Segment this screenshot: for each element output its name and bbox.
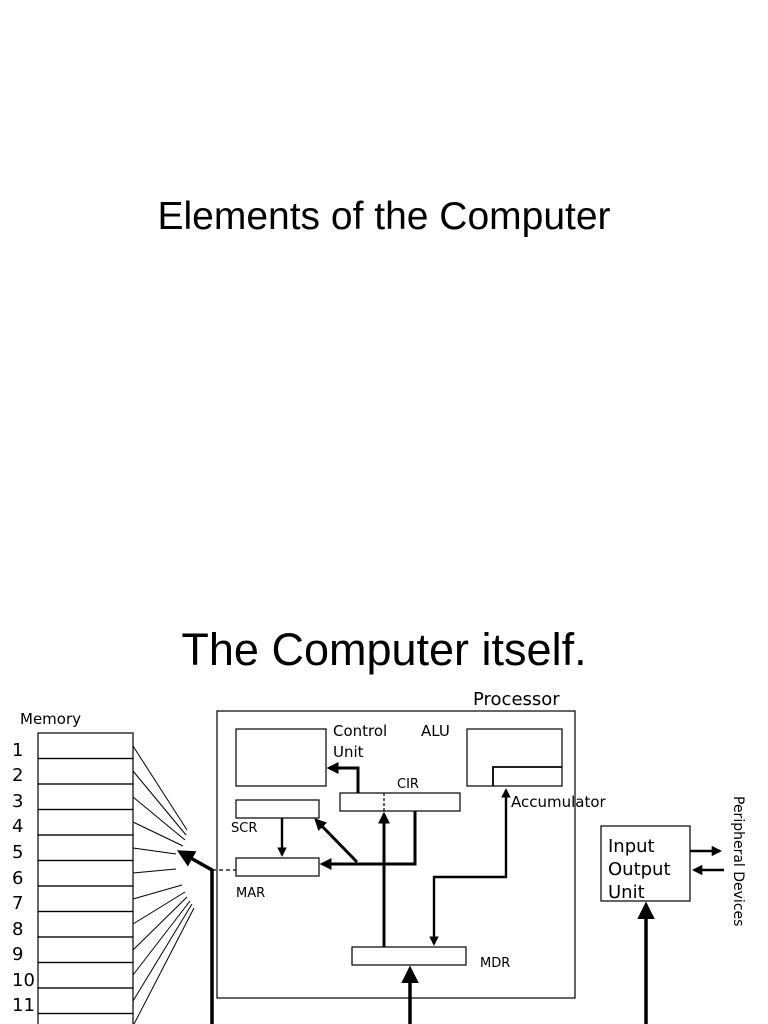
mar-label: MAR xyxy=(236,886,265,901)
memory-cell xyxy=(37,987,134,1015)
memory-cell xyxy=(37,808,134,836)
memory-address: 11 xyxy=(12,995,35,1016)
io-unit-label: Input Output Unit xyxy=(608,836,676,903)
cir-to-control-unit-arrow xyxy=(326,762,360,793)
memory-address: 7 xyxy=(12,893,23,914)
cir-box xyxy=(339,792,461,812)
control-unit-label-line1: Control xyxy=(333,722,387,740)
memory-cell xyxy=(37,783,134,811)
io-unit-label-line2: Output xyxy=(608,859,671,880)
memory-address: 6 xyxy=(12,868,23,889)
memory-address: 9 xyxy=(12,944,23,965)
address-fan-lines xyxy=(132,745,195,1024)
memory-cell xyxy=(37,859,134,887)
control-unit-label: Control Unit xyxy=(333,722,392,761)
mar-box xyxy=(235,857,320,877)
accumulator-label: Accumulator xyxy=(511,793,607,811)
computer-architecture-diagram: Memory 1 2 3 4 5 6 7 8 9 10 11 xyxy=(12,689,746,1024)
io-unit-label-line1: Input xyxy=(608,836,655,857)
accumulator-register xyxy=(492,766,562,786)
address-bus-arrow xyxy=(176,850,214,1024)
slide-title-computer: The Computer itself. xyxy=(181,624,587,675)
io-unit-label-line3: Unit xyxy=(608,882,645,903)
alu-label: ALU xyxy=(421,722,450,740)
memory-address: 8 xyxy=(12,919,23,940)
memory-address: 10 xyxy=(12,970,35,991)
scr-box xyxy=(235,799,320,819)
mdr-box xyxy=(351,946,467,966)
alu-box xyxy=(466,728,563,787)
memory-cell xyxy=(37,834,134,862)
memory-address: 4 xyxy=(12,816,23,837)
processor-label: Processor xyxy=(473,689,560,710)
scr-label: SCR xyxy=(231,821,257,836)
accumulator-to-mdr-arrow xyxy=(429,788,511,946)
memory-column xyxy=(37,732,134,1024)
memory-address: 2 xyxy=(12,765,23,786)
memory-address: 1 xyxy=(12,740,23,761)
memory-cell xyxy=(37,1012,134,1024)
data-paths xyxy=(176,762,724,1024)
memory-cell xyxy=(37,885,134,913)
control-unit-box xyxy=(235,728,327,787)
memory-address: 5 xyxy=(12,842,23,863)
memory-cell xyxy=(37,732,134,760)
peripheral-devices-label: Peripheral Devices xyxy=(730,796,746,926)
processor-box xyxy=(216,710,576,999)
cir-to-mar-arrow xyxy=(319,811,417,870)
cir-label: CIR xyxy=(397,777,419,792)
slide-title-elements: Elements of the Computer xyxy=(157,195,611,238)
io-unit-box xyxy=(600,825,691,902)
memory-cell xyxy=(37,961,134,989)
memory-label: Memory xyxy=(20,710,81,728)
memory-addresses: 1 2 3 4 5 6 7 8 9 10 11 xyxy=(12,740,35,1016)
control-unit-label-line2: Unit xyxy=(333,743,364,761)
memory-address: 3 xyxy=(12,791,23,812)
to-scr-arrow xyxy=(314,818,359,864)
memory-cell xyxy=(37,936,134,964)
memory-cell xyxy=(37,910,134,938)
memory-cell xyxy=(37,757,134,785)
mdr-label: MDR xyxy=(480,956,510,971)
